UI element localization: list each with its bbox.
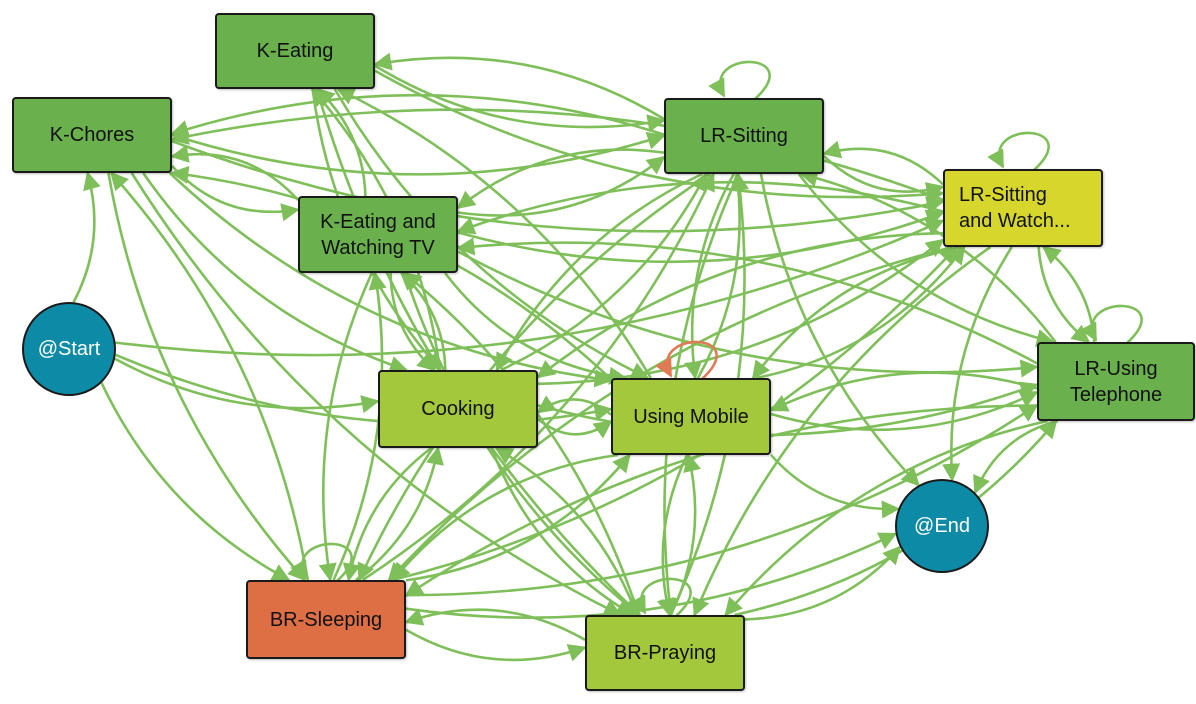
edge-lr_sitting-to-cooking bbox=[495, 172, 703, 372]
edge-cooking-to-lr_sitting bbox=[500, 172, 708, 372]
edge-using_mobile-to-lr_sitting_watch bbox=[755, 245, 966, 380]
edge-lr_sitting-to-k_chores bbox=[170, 93, 665, 138]
edge-k_eating_tv-to-using_mobile bbox=[444, 272, 628, 385]
edge-lr_using_tel-to-br_praying bbox=[724, 419, 1048, 617]
edge-lr_sitting_watch-to-lr_sitting bbox=[822, 140, 944, 186]
edge-cooking-to-br_praying bbox=[490, 447, 635, 617]
edge-k_chores-to-br_praying bbox=[130, 172, 623, 617]
edge-using_mobile-to-end bbox=[770, 454, 901, 519]
edge-br_sleeping-to-lr_using_tel bbox=[405, 404, 1039, 597]
edge-lr_sitting-to-k_eating_tv bbox=[456, 148, 665, 210]
edge-start-to-lr_sitting_watch bbox=[115, 218, 945, 357]
edge-lr_sitting_watch-to-cooking bbox=[536, 231, 944, 379]
self-loop-br_sleeping bbox=[290, 542, 353, 583]
edge-k_chores-to-br_sleeping bbox=[107, 172, 307, 582]
edge-cooking-to-br_sleeping bbox=[342, 446, 433, 582]
node-k-eating-and-watching-tv[interactable]: K-Eating and Watching TV bbox=[298, 196, 458, 273]
edge-lr_sitting_watch-to-br_praying bbox=[692, 245, 992, 617]
edge-k_eating_tv-to-br_sleeping bbox=[318, 272, 373, 582]
edge-k_eating_tv-to-cooking bbox=[389, 272, 436, 372]
edge-lr_sitting_watch-to-br_sleeping bbox=[387, 245, 953, 582]
edge-br_sleeping-to-using_mobile bbox=[405, 453, 631, 582]
edge-lr_sitting_watch-to-lr_using_tel bbox=[1037, 246, 1091, 344]
edge-br_sleeping-to-k_eating_tv bbox=[332, 271, 387, 581]
self-loop-using_mobile bbox=[655, 340, 718, 381]
edge-lr_sitting_watch-to-end bbox=[942, 246, 1013, 482]
edge-lr_sitting_watch-to-k_chores bbox=[170, 108, 944, 202]
node-using-mobile[interactable]: Using Mobile bbox=[611, 378, 771, 455]
node-lr-sitting[interactable]: LR-Sitting bbox=[664, 98, 824, 174]
edge-start-to-br_sleeping bbox=[100, 382, 291, 582]
self-loop-lr_sitting_watch bbox=[987, 131, 1050, 172]
edge-lr_sitting-to-lr_sitting_watch bbox=[823, 155, 945, 200]
edge-start-to-cooking bbox=[114, 357, 380, 414]
self-loop-lr_using_tel bbox=[1080, 304, 1143, 345]
edge-k_eating_tv-to-k_eating bbox=[316, 87, 367, 197]
edge-k_eating_tv-to-lr_sitting_watch bbox=[457, 209, 945, 264]
edge-start-to-k_chores bbox=[72, 171, 101, 303]
node-start[interactable]: @Start bbox=[22, 302, 116, 396]
edge-br_sleeping-to-br_praying bbox=[405, 628, 587, 662]
edge-br_praying-to-br_sleeping bbox=[404, 608, 586, 641]
self-loop-br_praying bbox=[629, 577, 692, 618]
node-cooking[interactable]: Cooking bbox=[378, 370, 538, 448]
node-k-eating[interactable]: K-Eating bbox=[215, 13, 375, 89]
edge-lr_sitting-to-using_mobile bbox=[684, 173, 735, 380]
edge-k_chores-to-lr_sitting bbox=[171, 131, 666, 176]
edge-br_sleeping-to-end bbox=[405, 532, 898, 619]
edge-br_sleeping-to-lr_sitting bbox=[361, 172, 715, 582]
edge-k_eating_tv-to-k_chores bbox=[170, 144, 299, 201]
edge-using_mobile-to-br_sleeping bbox=[392, 453, 618, 582]
edge-k_chores-to-lr_sitting_watch bbox=[171, 139, 945, 233]
node-br-sleeping[interactable]: BR-Sleeping bbox=[246, 580, 406, 659]
edge-br_praying-to-end bbox=[744, 545, 902, 621]
edge-k_chores-to-k_eating_tv bbox=[171, 164, 300, 222]
node-k-chores[interactable]: K-Chores bbox=[12, 97, 172, 173]
edge-br_sleeping-to-k_chores bbox=[110, 171, 310, 581]
edge-k_eating_tv-to-lr_sitting bbox=[457, 155, 666, 217]
node-br-praying[interactable]: BR-Praying bbox=[585, 615, 745, 691]
edge-k_eating_tv-to-lr_using_tel bbox=[457, 250, 1039, 378]
edge-br_praying-to-k_eating_tv bbox=[402, 271, 640, 616]
node-end[interactable]: @End bbox=[895, 479, 989, 573]
edge-lr_using_tel-to-using_mobile bbox=[769, 371, 1038, 412]
edge-lr_sitting-to-k_eating bbox=[373, 52, 665, 121]
edge-lr_sitting-to-end bbox=[759, 173, 920, 487]
edge-lr_sitting-to-br_sleeping bbox=[357, 172, 711, 582]
self-loop-lr_sitting bbox=[708, 60, 771, 101]
edge-lr_sitting-to-lr_using_tel bbox=[797, 173, 1055, 347]
self-loop-group bbox=[290, 60, 1143, 618]
edge-lr_using_tel-to-k_eating_tv bbox=[456, 237, 1038, 365]
node-lr-sitting-and-watching[interactable]: LR-Sitting and Watch... bbox=[943, 169, 1103, 247]
node-lr-using-telephone[interactable]: LR-Using Telephone bbox=[1037, 342, 1195, 421]
edge-using_mobile-to-br_praying bbox=[656, 454, 689, 617]
edge-using_mobile-to-lr_sitting bbox=[696, 172, 748, 379]
edge-k_eating-to-lr_sitting bbox=[374, 64, 666, 133]
edge-br_praying-to-cooking bbox=[494, 446, 639, 616]
edge-br_sleeping-to-cooking bbox=[355, 446, 444, 582]
edge-cooking-to-lr_sitting_watch bbox=[537, 238, 945, 386]
edge-using_mobile-to-k_eating bbox=[336, 87, 652, 379]
